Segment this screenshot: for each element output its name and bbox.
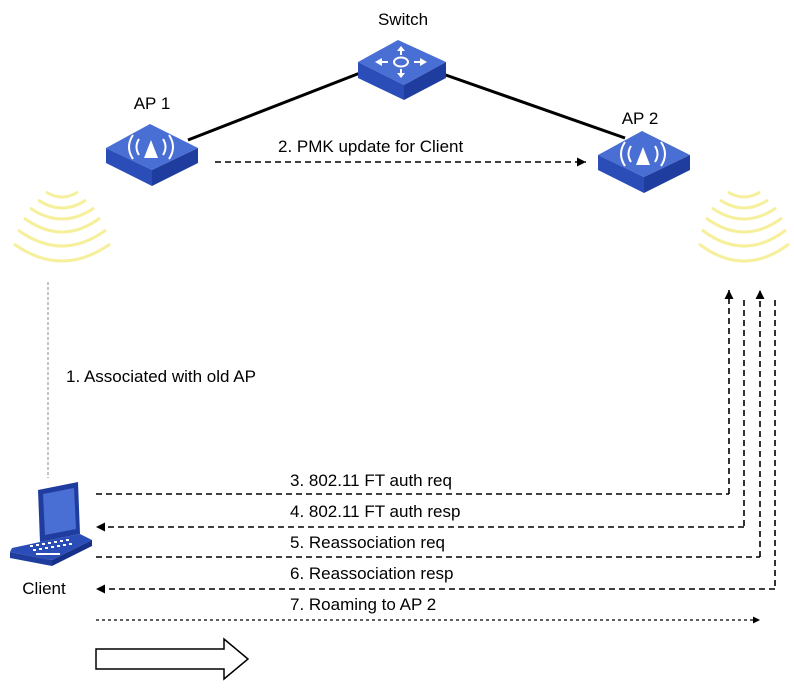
step2-label: 2. PMK update for Client — [278, 137, 463, 156]
signal-ap1-icon — [13, 190, 111, 263]
client-laptop-icon — [10, 482, 92, 566]
step4-label: 4. 802.11 FT auth resp — [290, 502, 460, 521]
step5-label: 5. Reassociation req — [290, 533, 445, 552]
ap2-label: AP 2 — [622, 109, 659, 128]
direction-hollow-arrow-icon — [95, 637, 250, 681]
step7-label: 7. Roaming to AP 2 — [290, 595, 436, 614]
link-switch-ap1 — [187, 71, 361, 142]
ap2-icon — [598, 131, 690, 193]
switch-icon — [358, 40, 446, 100]
step1-label: 1. Associated with old AP — [66, 367, 256, 386]
link-switch-ap2 — [439, 71, 626, 140]
ap1-label: AP 1 — [134, 94, 171, 113]
switch-label: Switch — [378, 10, 428, 29]
step3-label: 3. 802.11 FT auth req — [290, 471, 452, 490]
step6-label: 6. Reassociation resp — [290, 564, 453, 583]
ap1-icon — [106, 124, 198, 186]
signal-ap2-icon — [698, 190, 790, 263]
client-label: Client — [22, 579, 66, 598]
